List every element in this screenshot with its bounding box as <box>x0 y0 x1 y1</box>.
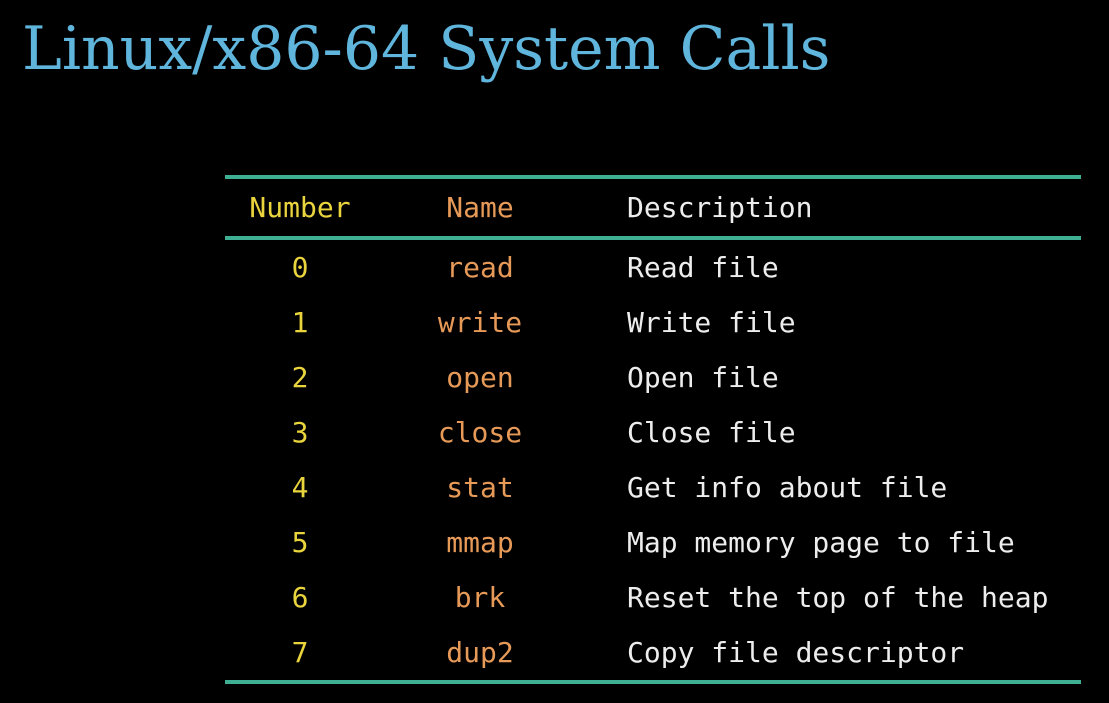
slide-title: Linux/x86-64 System Calls <box>22 14 831 84</box>
syscall-table: Number Name Description 0 read Read file… <box>225 175 1081 684</box>
cell-description: Reset the top of the heap <box>627 581 1049 614</box>
cell-name: mmap <box>446 526 514 559</box>
cell-description: Close file <box>627 416 796 449</box>
cell-name: dup2 <box>446 636 514 669</box>
table-row: 2 open Open file <box>225 350 1081 405</box>
cell-number: 1 <box>291 306 309 339</box>
table-rule-bottom <box>225 680 1081 684</box>
column-header-number: Number <box>249 191 351 224</box>
table-row: 3 close Close file <box>225 405 1081 460</box>
column-header-name: Name <box>446 191 514 224</box>
cell-description: Write file <box>627 306 796 339</box>
cell-number: 3 <box>291 416 309 449</box>
cell-number: 4 <box>291 471 309 504</box>
cell-number: 5 <box>291 526 309 559</box>
cell-name: stat <box>446 471 514 504</box>
table-row: 4 stat Get info about file <box>225 460 1081 515</box>
cell-description: Copy file descriptor <box>627 636 965 669</box>
cell-description: Open file <box>627 361 779 394</box>
table-row: 7 dup2 Copy file descriptor <box>225 625 1081 680</box>
cell-description: Read file <box>627 251 779 284</box>
column-header-description: Description <box>627 191 813 224</box>
table-row: 6 brk Reset the top of the heap <box>225 570 1081 625</box>
table-row: 0 read Read file <box>225 240 1081 295</box>
table-body: 0 read Read file 1 write Write file 2 op… <box>225 240 1081 680</box>
cell-number: 2 <box>291 361 309 394</box>
cell-name: read <box>446 251 514 284</box>
cell-name: close <box>437 416 523 449</box>
cell-description: Get info about file <box>627 471 948 504</box>
cell-name: write <box>437 306 523 339</box>
cell-number: 7 <box>291 636 309 669</box>
cell-name: brk <box>454 581 506 614</box>
cell-number: 0 <box>291 251 309 284</box>
cell-number: 6 <box>291 581 309 614</box>
cell-name: open <box>446 361 514 394</box>
table-header-row: Number Name Description <box>225 179 1081 236</box>
table-rule-top <box>225 175 1081 179</box>
table-row: 1 write Write file <box>225 295 1081 350</box>
cell-description: Map memory page to file <box>627 526 1015 559</box>
table-rule-mid <box>225 236 1081 240</box>
table-row: 5 mmap Map memory page to file <box>225 515 1081 570</box>
